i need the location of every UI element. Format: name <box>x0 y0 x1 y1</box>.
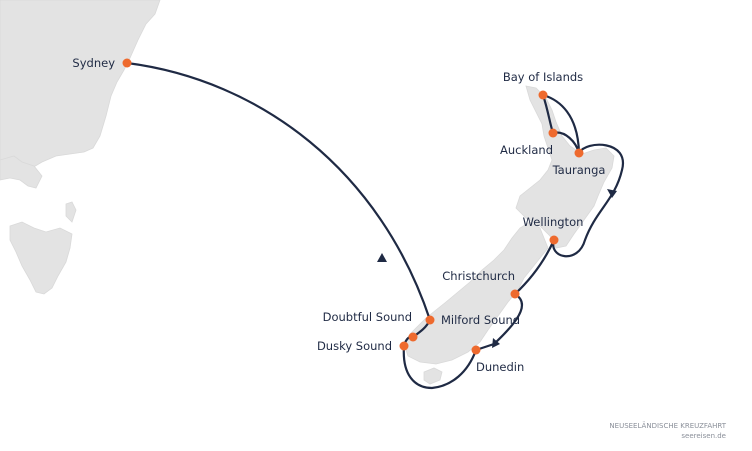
port-marker-christchurch <box>510 289 520 299</box>
direction-arrow-icon <box>492 338 500 348</box>
tasmania-landmass <box>9 221 73 295</box>
port-marker-auckland <box>548 128 558 138</box>
australia-landmass <box>0 0 161 173</box>
direction-arrow-icon <box>607 189 617 198</box>
port-label-tauranga: Tauranga <box>552 163 606 177</box>
port-label-bay-of-islands: Bay of Islands <box>503 70 583 84</box>
australia-coast-bay <box>0 155 43 189</box>
credit-source: seereisen.de <box>681 432 726 440</box>
direction-arrow-icon <box>377 253 387 262</box>
port-label-sydney: Sydney <box>72 56 115 70</box>
small-island <box>65 201 77 223</box>
port-label-christchurch: Christchurch <box>442 269 515 283</box>
port-label-doubtful-sound: Doubtful Sound <box>323 310 412 324</box>
map-credit: NEUSEELÄNDISCHE KREUZFAHRT seereisen.de <box>609 421 726 441</box>
port-label-milford-sound: Milford Sound <box>441 313 520 327</box>
port-label-auckland: Auckland <box>500 143 553 157</box>
port-label-dusky-sound: Dusky Sound <box>317 339 392 353</box>
port-marker-tauranga <box>574 148 584 158</box>
route-sydney-to-bay-of-islands <box>125 61 432 322</box>
port-marker-wellington <box>549 235 559 245</box>
port-marker-dusky-sound <box>399 341 409 351</box>
nz-north-island <box>515 85 615 249</box>
port-label-wellington: Wellington <box>523 215 584 229</box>
port-label-dunedin: Dunedin <box>476 360 524 374</box>
stewart-island <box>423 367 443 385</box>
credit-title: NEUSEELÄNDISCHE KREUZFAHRT <box>609 422 726 430</box>
nz-south-island <box>403 221 549 365</box>
port-marker-doubtful-sound <box>408 332 418 342</box>
route-wellington-christchurch <box>513 238 556 296</box>
port-marker-bay-of-islands <box>538 90 548 100</box>
port-marker-sydney <box>122 58 132 68</box>
port-marker-milford-sound <box>425 315 435 325</box>
port-marker-dunedin <box>471 345 481 355</box>
route-nz-north-loop <box>541 93 625 258</box>
